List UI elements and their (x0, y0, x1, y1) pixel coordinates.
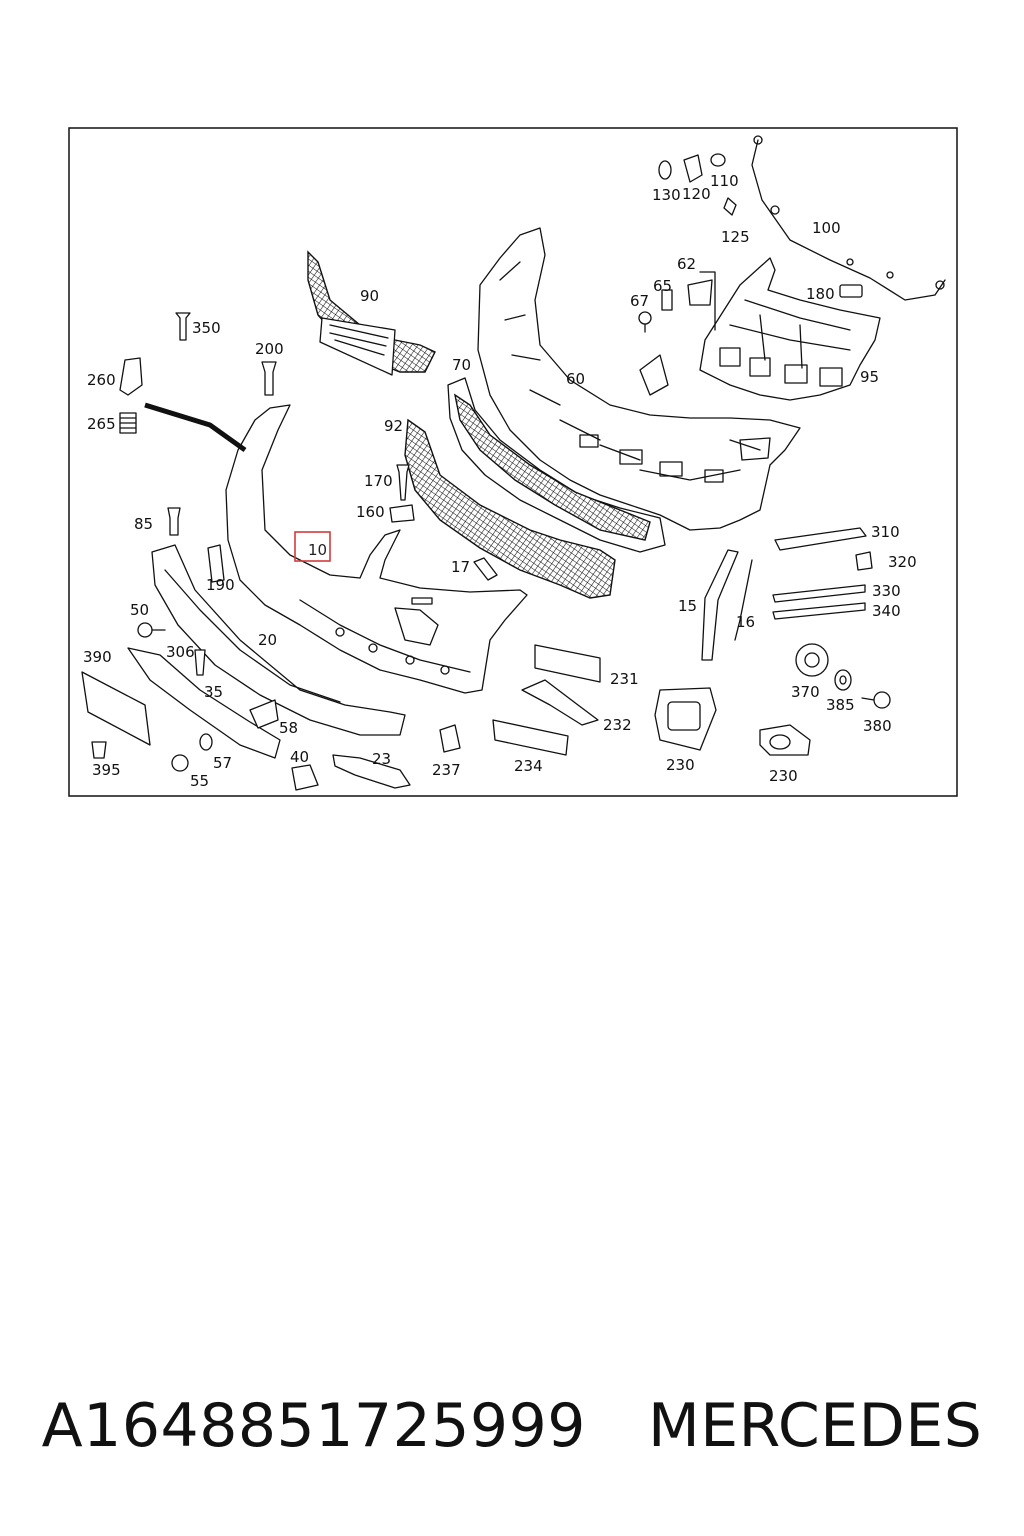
callout-15: 15 (678, 597, 697, 615)
callout-60: 60 (566, 370, 585, 388)
callout-306: 306 (166, 643, 195, 661)
callout-380: 380 (863, 717, 892, 735)
part-180-clip (839, 284, 863, 298)
callout-180: 180 (806, 285, 835, 303)
callout-232: 232 (603, 716, 632, 734)
callout-70: 70 (452, 356, 471, 374)
callout-230-a: 230 (666, 756, 695, 774)
part-sensor-group (658, 153, 737, 216)
callout-320: 320 (888, 553, 917, 571)
part-70-energy-absorber (447, 377, 666, 553)
part-15-trim (701, 549, 739, 661)
fasteners (167, 312, 498, 581)
callout-65: 65 (653, 277, 672, 295)
callout-170: 170 (364, 472, 393, 490)
part-60-bumper-carrier (477, 227, 801, 531)
callout-10: 10 (308, 541, 327, 559)
highlight-box (294, 531, 331, 562)
callout-110: 110 (710, 172, 739, 190)
callout-100: 100 (812, 219, 841, 237)
caption: A1648851725999 MERCEDES (0, 1378, 1024, 1474)
callout-125: 125 (721, 228, 750, 246)
part-100-harness (751, 139, 946, 301)
callout-20: 20 (258, 631, 277, 649)
callout-67: 67 (630, 292, 649, 310)
callout-350: 350 (192, 319, 221, 337)
callout-40: 40 (290, 748, 309, 766)
callout-17: 17 (451, 558, 470, 576)
callout-370: 370 (791, 683, 820, 701)
callout-58: 58 (279, 719, 298, 737)
callout-50: 50 (130, 601, 149, 619)
right-trim-strips (772, 527, 873, 620)
callout-310: 310 (871, 523, 900, 541)
callout-16: 16 (736, 613, 755, 631)
part-62-65-67-bracket (638, 271, 716, 333)
callout-265: 265 (87, 415, 116, 433)
callout-23: 23 (372, 750, 391, 768)
part-20-spoiler (127, 544, 406, 759)
brand-name: MERCEDES (647, 1391, 983, 1461)
callout-237: 237 (432, 761, 461, 779)
part-95-crash-box (699, 257, 881, 401)
callout-231: 231 (610, 670, 639, 688)
part-90-upper-grille (307, 250, 436, 376)
callout-95: 95 (860, 368, 879, 386)
callout-395: 395 (92, 761, 121, 779)
trim-parts (439, 644, 811, 756)
callout-200: 200 (255, 340, 284, 358)
part-10-bumper-cover (225, 404, 528, 694)
lower-hardware (91, 622, 411, 791)
callout-90: 90 (360, 287, 379, 305)
callout-390: 390 (83, 648, 112, 666)
part-260-bracket (119, 357, 143, 396)
part-10-strip (144, 402, 247, 453)
part-92-lower-grille (404, 418, 616, 599)
callout-190: 190 (206, 576, 235, 594)
callout-234: 234 (514, 757, 543, 775)
part-190-bracket (207, 544, 225, 583)
callout-85: 85 (134, 515, 153, 533)
part-number: A1648851725999 (41, 1391, 586, 1461)
callout-130: 130 (652, 186, 681, 204)
callout-340: 340 (872, 602, 901, 620)
part-16-trim (734, 559, 753, 641)
part-390-plate-holder (81, 671, 151, 746)
callout-330: 330 (872, 582, 901, 600)
callout-57: 57 (213, 754, 232, 772)
callout-35: 35 (204, 683, 223, 701)
fog-light-hardware (795, 643, 891, 709)
callout-230-b: 230 (769, 767, 798, 785)
callout-55: 55 (190, 772, 209, 790)
callout-120: 120 (682, 185, 711, 203)
callout-260: 260 (87, 371, 116, 389)
callout-385: 385 (826, 696, 855, 714)
callout-160: 160 (356, 503, 385, 521)
callout-62: 62 (677, 255, 696, 273)
callout-92: 92 (384, 417, 403, 435)
